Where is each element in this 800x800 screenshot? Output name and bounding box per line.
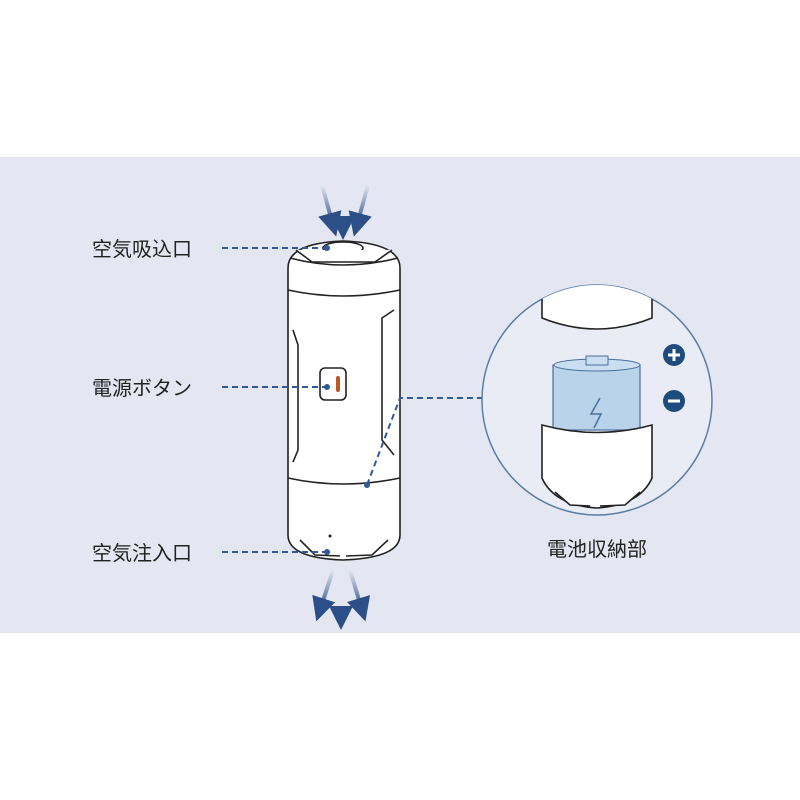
outlet-arrows-icon	[312, 569, 371, 630]
device-illustration	[287, 240, 401, 561]
label-air-outlet: 空気注入口	[92, 541, 192, 565]
label-power-button: 電源ボタン	[92, 376, 192, 400]
battery-icon	[552, 364, 641, 431]
intake-arrows-icon	[318, 180, 372, 240]
power-led-icon	[336, 376, 340, 392]
label-battery-compartment: 電池収納部	[547, 537, 647, 561]
label-air-intake: 空気吸込口	[92, 237, 192, 261]
lightning-icon	[589, 397, 603, 429]
battery-compartment-closeup	[481, 284, 713, 516]
